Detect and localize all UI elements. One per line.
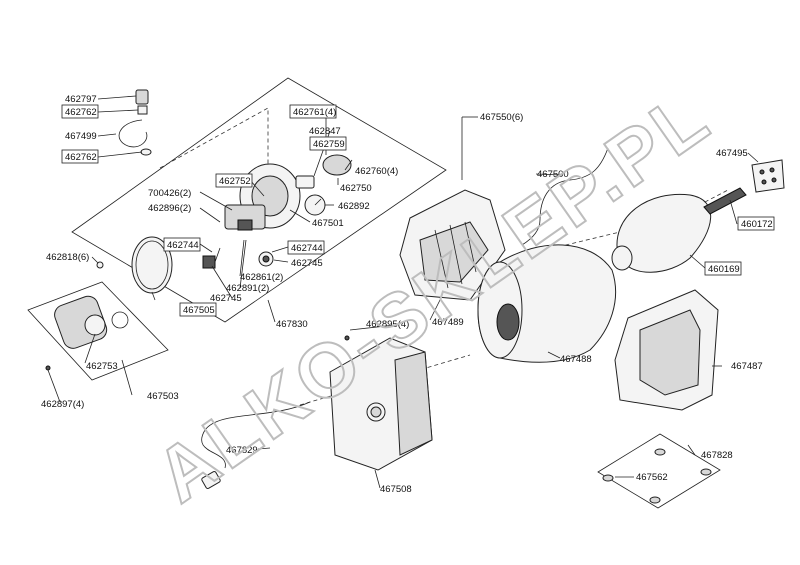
part-number-462897: 462897(4) <box>41 399 84 410</box>
part-number-467508: 467508 <box>380 484 412 495</box>
part-number-462896: 462896(2) <box>148 203 191 214</box>
part-number-462745-left: 462745 <box>210 293 242 304</box>
part-number-462847: 462847 <box>309 126 341 137</box>
fuse-462744 <box>202 255 216 269</box>
part-number-460169: 460169 <box>708 264 740 275</box>
part-number-467828: 467828 <box>701 450 733 461</box>
group-frame-467828 <box>597 433 721 509</box>
part-number-700426: 700426(2) <box>148 188 191 199</box>
leader-lines <box>47 95 759 489</box>
part-number-467503: 467503 <box>147 391 179 402</box>
assembly-line-top <box>159 107 269 169</box>
part-number-467499: 467499 <box>65 131 97 142</box>
part-number-467550: 467550(6) <box>480 112 523 123</box>
seal-462762 <box>140 148 152 156</box>
part-number-462750: 462750 <box>340 183 372 194</box>
part-number-462752: 462752 <box>219 176 251 187</box>
part-number-462891: 462891(2) <box>226 283 269 294</box>
pressure-gauge-462892 <box>304 194 326 216</box>
valve-plate-460172 <box>703 187 747 215</box>
assembly-line-housing <box>299 354 471 406</box>
assembly-line-tank <box>544 231 621 251</box>
part-number-462762-top: 462762 <box>65 107 97 118</box>
plug-467829 <box>201 471 221 489</box>
part-number-462759: 462759 <box>313 139 345 150</box>
part-number-462744-left: 462744 <box>167 240 199 251</box>
part-number-467488: 467488 <box>560 354 592 365</box>
part-number-467487: 467487 <box>731 361 763 372</box>
feet-467562 <box>602 448 712 504</box>
group-frame-467830 <box>71 77 447 323</box>
pressure-switch-462759 <box>322 154 352 176</box>
part-number-460172: 460172 <box>741 219 773 230</box>
part-number-467562: 467562 <box>636 472 668 483</box>
part-number-462760: 462760(4) <box>355 166 398 177</box>
motor-unit-467501 <box>224 163 301 231</box>
part-number-467489: 467489 <box>432 317 464 328</box>
cover-462847 <box>295 175 315 189</box>
part-number-467829: 467829 <box>226 445 258 456</box>
part-number-467495: 467495 <box>716 148 748 159</box>
gasket-467505-inner <box>135 240 169 290</box>
screw-462818 <box>96 261 104 269</box>
front-cover-467503 <box>54 295 129 349</box>
screw-462895 <box>344 335 350 341</box>
wire-467500 <box>521 147 609 246</box>
part-number-462761: 462761(4) <box>293 107 336 118</box>
part-number-462892: 462892 <box>338 201 370 212</box>
hose-467499 <box>118 119 148 148</box>
screw-462897 <box>45 365 51 371</box>
part-number-467830: 467830 <box>276 319 308 330</box>
part-number-462762-bottom: 462762 <box>65 152 97 163</box>
part-number-462895: 462895(4) <box>366 319 409 330</box>
pressure-tank-467488 <box>477 244 616 363</box>
frame-467487 <box>614 289 719 411</box>
part-number-462745-right: 462745 <box>291 258 323 269</box>
part-number-462861: 462861(2) <box>240 272 283 283</box>
valve-462745 <box>258 251 274 267</box>
label-boxes <box>61 104 775 317</box>
bladder-460169 <box>611 193 712 273</box>
part-number-467505: 467505 <box>183 305 215 316</box>
part-number-462797: 462797 <box>65 94 97 105</box>
part-number-462744-right: 462744 <box>291 243 323 254</box>
part-number-462818: 462818(6) <box>46 252 89 263</box>
pump-body-467489 <box>399 189 506 301</box>
motor-housing-467508 <box>329 337 433 471</box>
part-number-462753: 462753 <box>86 361 118 372</box>
part-number-467500: 467500 <box>537 169 569 180</box>
part-number-467501: 467501 <box>312 218 344 229</box>
cable-467829 <box>201 401 311 469</box>
label-plate-467495 <box>751 159 785 193</box>
group-frame-467503 <box>27 281 169 381</box>
